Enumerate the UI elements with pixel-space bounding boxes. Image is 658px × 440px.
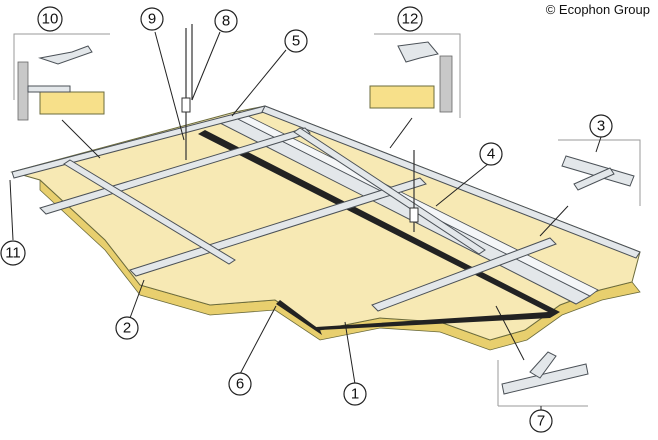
inset-10-board <box>39 91 105 115</box>
inset-10-wall <box>17 61 29 121</box>
wall-trim-right <box>261 105 641 259</box>
leader-12 <box>389 117 413 149</box>
board-joint-strip <box>198 130 560 330</box>
inset-3 <box>558 139 641 206</box>
leader-lines <box>9 31 602 410</box>
leader-5 <box>231 49 287 117</box>
callout-3: 3 <box>589 114 613 138</box>
callout-4-label: 4 <box>487 146 495 163</box>
inset-10-frame <box>13 33 110 100</box>
secondary-runner-2 <box>293 127 486 255</box>
callout-8: 8 <box>214 9 238 33</box>
callout-2: 2 <box>115 316 139 340</box>
callout-12-circle <box>397 6 423 32</box>
callout-11: 11 <box>0 240 26 266</box>
grid-rails <box>11 105 641 312</box>
inset-12-frame <box>374 33 461 118</box>
hangers <box>181 24 419 232</box>
leader-inset-3 <box>539 205 569 237</box>
callout-3-circle <box>589 114 613 138</box>
callout-9-label: 9 <box>148 11 156 28</box>
secondary-runner-1 <box>63 159 236 265</box>
callout-8-circle <box>214 9 238 33</box>
callout-1: 1 <box>343 382 367 406</box>
callout-4: 4 <box>479 142 503 166</box>
callout-12: 12 <box>397 6 423 32</box>
callout-1-label: 1 <box>351 386 359 403</box>
leader-10 <box>61 119 101 159</box>
leader-8 <box>191 31 221 101</box>
inset-12-wall <box>439 55 453 113</box>
leader-4 <box>435 163 489 207</box>
callout-9-circle <box>140 7 164 31</box>
callout-10-circle <box>37 6 63 32</box>
callout-5-circle <box>284 29 308 53</box>
leader-6 <box>239 305 277 375</box>
leader-1 <box>344 321 356 385</box>
inset-7 <box>497 351 589 407</box>
callout-1-circle <box>343 382 367 406</box>
inset-3-frame <box>558 139 641 206</box>
callout-7: 7 <box>529 409 553 433</box>
cross-tee-1 <box>39 127 311 215</box>
callout-9: 9 <box>140 7 164 31</box>
inset-7-connector <box>529 351 557 379</box>
copyright-text: © Ecophon Group <box>545 2 650 17</box>
cross-tee-3 <box>371 237 557 312</box>
callouts: 1 2 3 4 5 6 7 <box>0 6 613 433</box>
callout-2-label: 2 <box>123 320 131 337</box>
callout-7-label: 7 <box>537 413 545 430</box>
callout-11-circle <box>0 240 26 266</box>
inset-7-frame <box>497 360 588 407</box>
inset-10 <box>13 33 110 121</box>
ceiling-boards <box>10 105 641 351</box>
inset-7-runner <box>501 363 589 395</box>
callout-4-circle <box>479 142 503 166</box>
inset-12 <box>369 33 461 118</box>
callout-5-label: 5 <box>292 33 300 50</box>
callout-8-label: 8 <box>222 13 230 30</box>
callout-6-circle <box>228 372 252 396</box>
leader-3 <box>595 136 602 153</box>
cross-tee-2 <box>129 177 427 277</box>
callout-6: 6 <box>228 372 252 396</box>
inset-12-clip <box>397 41 439 63</box>
inset-12-board <box>369 85 435 109</box>
inset-10-trim <box>27 85 71 93</box>
leader-inset-7 <box>495 305 525 361</box>
callout-11-label: 11 <box>5 245 21 262</box>
callout-10-label: 10 <box>42 11 59 28</box>
hanger-clip-1 <box>181 97 191 113</box>
leader-9 <box>154 31 185 141</box>
callout-2-circle <box>115 316 139 340</box>
leader-2 <box>129 279 145 319</box>
inset-10-clip <box>38 45 93 65</box>
callout-12-label: 12 <box>402 11 419 28</box>
inset-3-tee <box>573 167 615 191</box>
hanger-clip-2 <box>409 207 419 223</box>
callout-6-label: 6 <box>236 376 244 393</box>
board-joint-strip-front <box>276 300 322 335</box>
callout-5: 5 <box>284 29 308 53</box>
callout-3-label: 3 <box>597 118 605 135</box>
callout-7-circle <box>529 409 553 433</box>
callout-10: 10 <box>37 6 63 32</box>
leader-11 <box>9 179 14 241</box>
